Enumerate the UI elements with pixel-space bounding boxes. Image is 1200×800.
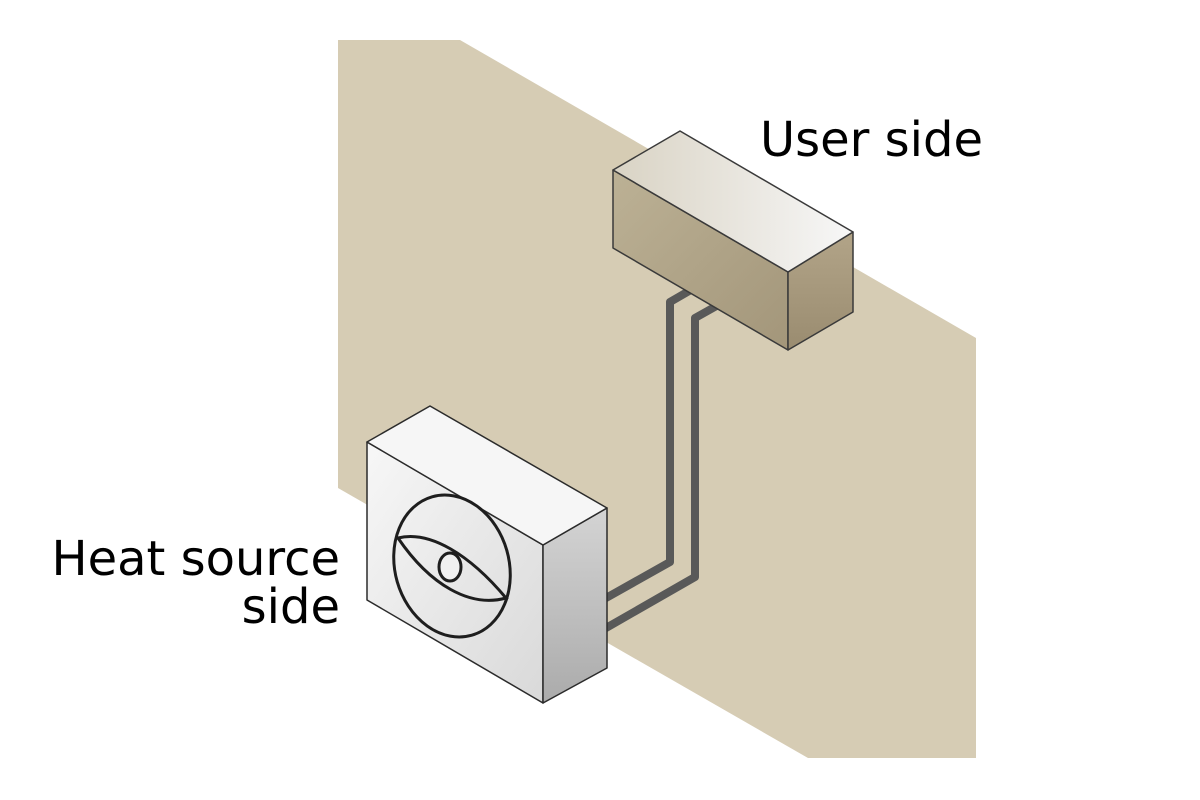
heat-source-side-label: Heat source side (40, 535, 340, 631)
fan-grille (392, 493, 512, 639)
fan-icon (392, 493, 512, 639)
user-side-label: User side (760, 112, 984, 168)
heat-source-label-line1: Heat source (51, 531, 340, 587)
indoor-unit (612, 130, 854, 351)
fan-blades (395, 535, 509, 602)
indoor-unit-top (612, 130, 854, 273)
fan-hub (437, 551, 463, 583)
heat-source-label-line2: side (241, 579, 340, 635)
